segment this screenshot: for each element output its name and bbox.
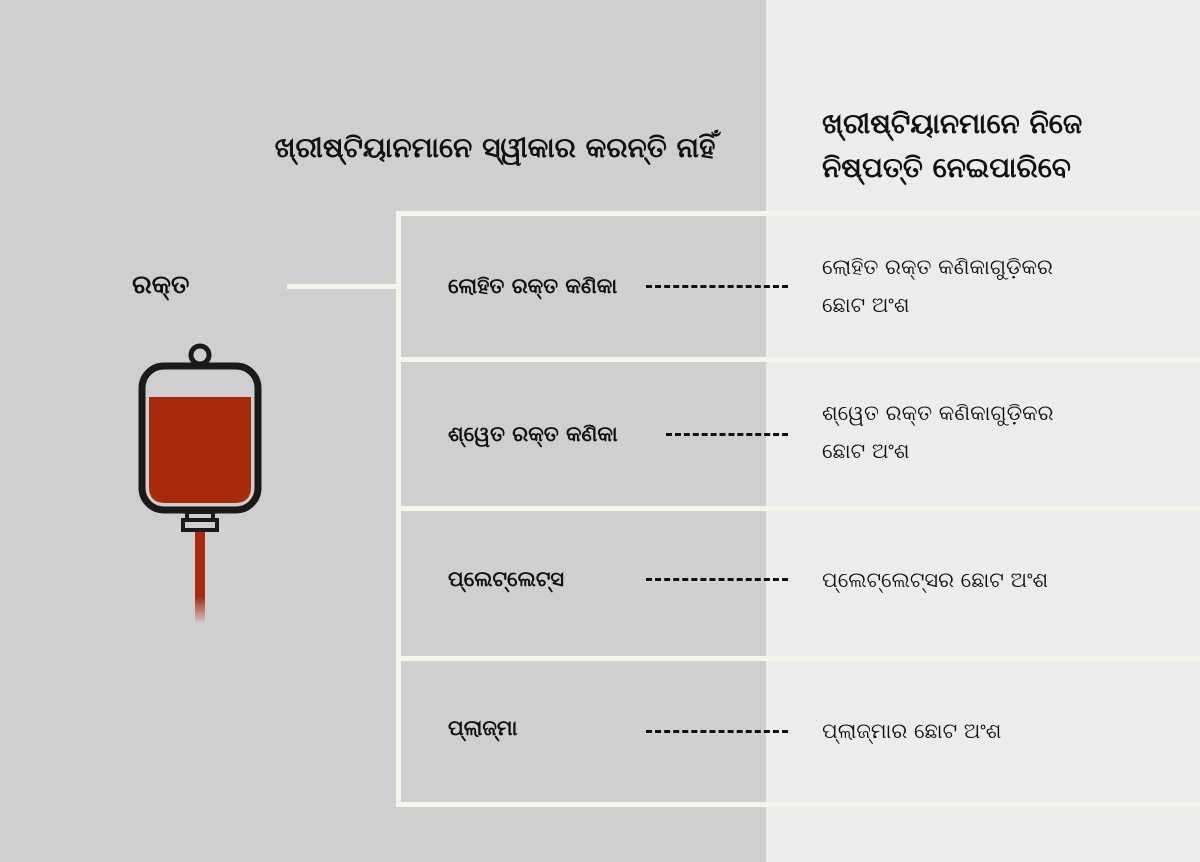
own-decision-heading: ଖ୍ରୀଷ୍ଟିୟାନମାନେ ନିଜେ ନିଷ୍ପତ୍ତି ନେଇପାରିବେ xyxy=(822,102,1182,190)
fraction-red-cells: ଲୋହିତ ରକ୍ତ କଣିକାଗୁଡ଼ିକର ଛୋଟ ଅଂଶ xyxy=(822,248,1152,324)
component-plasma: ପ୍ଲାଜ୍‌ମା xyxy=(448,716,518,740)
row-dashed-connector xyxy=(666,433,788,436)
fraction-line: ଶ୍ୱେତ ରକ୍ତ କଣିକାଗୁଡ଼ିକର xyxy=(822,401,1054,425)
fraction-line: ଲୋହିତ ରକ୍ତ କଣିକାଗୁଡ଼ିକର xyxy=(822,255,1053,279)
row-divider xyxy=(396,357,1200,362)
own-decision-heading-line2: ନିଷ୍ପତ୍ତି ନେଇପାରିବେ xyxy=(822,151,1071,184)
row-divider xyxy=(396,506,1200,511)
fraction-plasma: ପ୍ଲାଜ୍‌ମାର ଛୋଟ ଅଂଶ xyxy=(822,712,1152,750)
row-dashed-connector xyxy=(646,730,788,733)
own-decision-panel xyxy=(766,0,1200,862)
fraction-line: ଛୋଟ ଅଂଶ xyxy=(822,439,910,463)
fraction-line: ପ୍ଲାଜ୍‌ମାର ଛୋଟ ଅଂଶ xyxy=(822,719,1002,743)
fraction-line: ପ୍ଲେଟ୍‌ଲେଟ୍‌ସର ଛୋଟ ଅଂଶ xyxy=(822,568,1049,592)
row-divider xyxy=(396,656,1200,661)
blood-connector-line xyxy=(287,284,397,289)
not-accepted-panel xyxy=(0,0,766,862)
component-white-cells: ଶ୍ୱେତ ରକ୍ତ କଣିକା xyxy=(448,422,618,446)
own-decision-heading-line1: ଖ୍ରୀଷ୍ଟିୟାନମାନେ ନିଜେ xyxy=(822,107,1083,140)
fraction-line: ଛୋଟ ଅଂଶ xyxy=(822,293,910,317)
fraction-platelets: ପ୍ଲେଟ୍‌ଲେଟ୍‌ସର ଛୋଟ ଅଂଶ xyxy=(822,561,1152,599)
blood-bag-icon xyxy=(138,343,262,624)
row-dashed-connector xyxy=(646,285,788,288)
row-dashed-connector xyxy=(646,578,788,581)
component-red-cells: ଲୋହିତ ରକ୍ତ କଣିକା xyxy=(448,274,618,298)
not-accepted-heading: ଖ୍ରୀଷ୍ଟିୟାନମାନେ ସ୍ୱୀକାର କରନ୍ତି ନାହିଁ xyxy=(274,131,716,164)
fraction-white-cells: ଶ୍ୱେତ ରକ୍ତ କଣିକାଗୁଡ଼ିକର ଛୋଟ ଅଂଶ xyxy=(822,394,1152,470)
blood-label: ରକ୍ତ xyxy=(132,270,190,300)
component-platelets: ପ୍ଲେଟ୍‌ଲେଟ୍‌ସ xyxy=(448,567,565,591)
